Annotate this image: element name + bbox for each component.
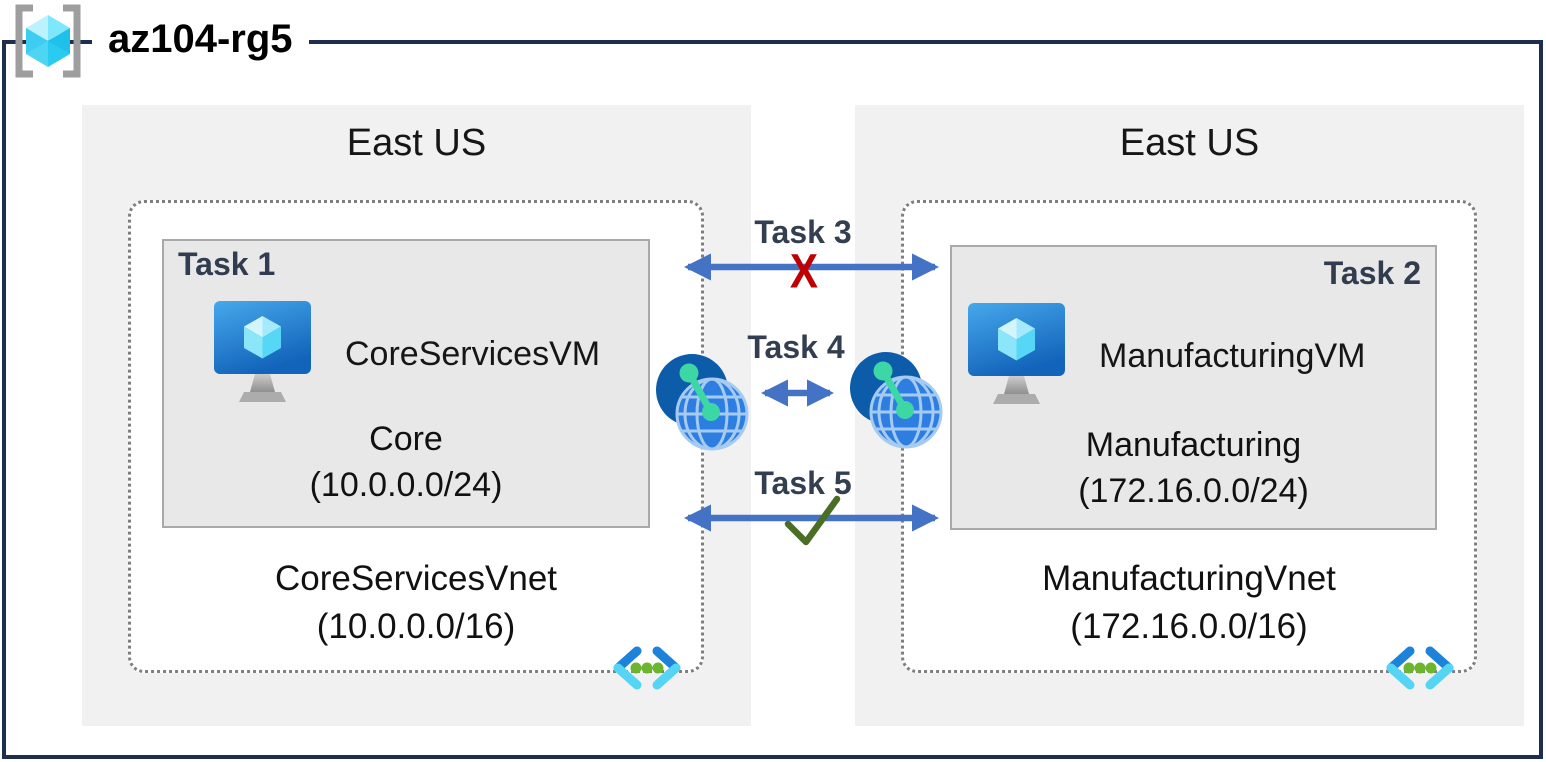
- virtual-machine-icon: [968, 303, 1065, 409]
- virtual-network-icon: [1384, 644, 1456, 692]
- vnet-name: ManufacturingVnet: [1042, 559, 1336, 598]
- vm-name: ManufacturingVM: [1099, 336, 1366, 375]
- resource-group-frame: [2, 40, 1543, 759]
- vnet-cidr: (172.16.0.0/16): [1070, 607, 1308, 646]
- red-x-icon: X: [789, 245, 819, 299]
- task-1-label: Task 1: [178, 246, 276, 282]
- manufacturing-vm: ManufacturingVM: [968, 303, 1365, 409]
- core-subnet-box: Task 1: [162, 239, 650, 528]
- resource-group-icon: [8, 2, 88, 80]
- vnet-name: CoreServicesVnet: [274, 559, 558, 598]
- subnet-name: Manufacturing: [1085, 426, 1302, 464]
- manufacturing-subnet-box: Task 2: [950, 245, 1437, 530]
- virtual-machine-icon: [214, 301, 311, 407]
- region-right-title: East US: [1119, 122, 1260, 164]
- core-services-vnet-box: Task 1: [128, 200, 704, 690]
- task-2-label: Task 2: [1323, 255, 1421, 291]
- resource-group-title: az104-rg5: [92, 13, 309, 65]
- region-left: East US Task 1: [82, 105, 751, 726]
- subnet-cidr: (172.16.0.0/24): [1078, 472, 1309, 510]
- subnet-name: Core: [369, 420, 443, 458]
- task-3-label: Task 3: [754, 214, 852, 250]
- subnet-cidr: (10.0.0.0/24): [309, 466, 503, 504]
- task-4-label: Task 4: [747, 329, 845, 365]
- region-right: East US Task 2: [855, 105, 1524, 726]
- task-5-label: Task 5: [754, 465, 852, 501]
- vm-name: CoreServicesVM: [345, 334, 601, 373]
- region-left-title: East US: [346, 122, 487, 164]
- vnet-cidr: (10.0.0.0/16): [316, 607, 516, 646]
- virtual-network-icon: [611, 644, 683, 692]
- manufacturing-vnet-box: Task 2: [901, 200, 1477, 690]
- core-services-vm: CoreServicesVM: [214, 301, 600, 407]
